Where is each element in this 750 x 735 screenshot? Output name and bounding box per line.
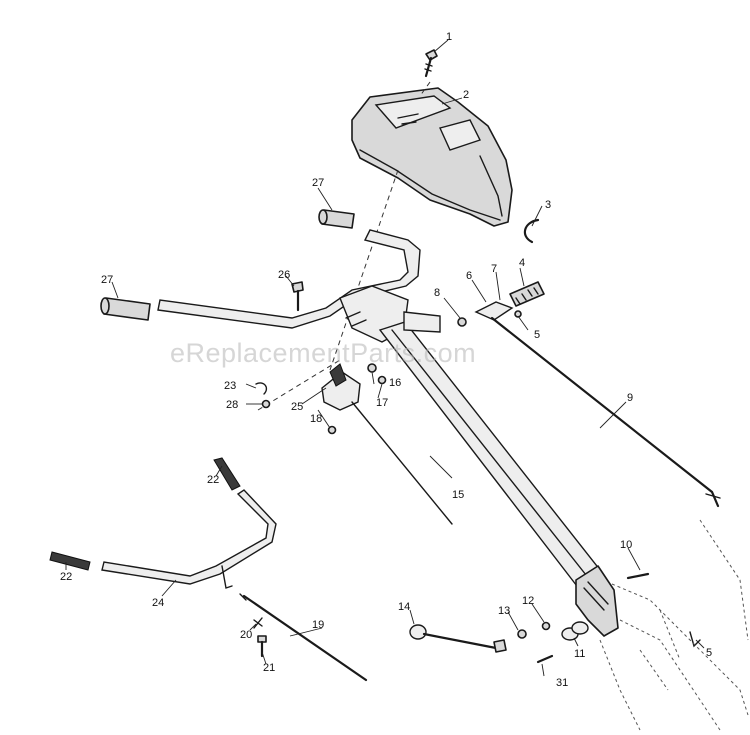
callout-12: 12 xyxy=(522,595,534,607)
callout-20: 20 xyxy=(240,629,252,641)
callout-16: 16 xyxy=(389,377,401,389)
callout-5b: 5 xyxy=(706,647,712,659)
screw-part-1 xyxy=(424,49,438,78)
callout-26: 26 xyxy=(278,269,290,281)
callout-1: 1 xyxy=(446,31,452,43)
callout-5a: 5 xyxy=(534,329,540,341)
clip-part-3 xyxy=(523,218,540,244)
watermark-text: eReplacementParts.com xyxy=(170,338,476,368)
callout-22b: 22 xyxy=(60,571,72,583)
callout-11: 11 xyxy=(574,648,585,660)
callout-28: 28 xyxy=(226,399,238,411)
callout-15: 15 xyxy=(452,489,464,501)
control-bracket-part xyxy=(255,363,453,525)
callout-23: 23 xyxy=(224,380,236,392)
callout-31: 31 xyxy=(556,677,568,689)
depth-lever-part xyxy=(409,572,701,664)
callout-6: 6 xyxy=(466,270,472,282)
handle-panel-part xyxy=(351,87,513,227)
handle-tube-part xyxy=(339,285,619,637)
callout-18: 18 xyxy=(310,413,322,425)
callout-8: 8 xyxy=(434,287,440,299)
callout-4: 4 xyxy=(519,257,525,269)
bolt-part-26 xyxy=(291,281,304,312)
callout-22a: 22 xyxy=(207,474,219,486)
callout-25: 25 xyxy=(291,401,303,413)
callout-13: 13 xyxy=(498,605,510,617)
control-rod-part xyxy=(239,593,368,682)
assembly-line-bolt xyxy=(419,81,431,97)
callout-24: 24 xyxy=(152,597,164,609)
callout-14: 14 xyxy=(398,601,410,613)
callout-27b: 27 xyxy=(101,274,113,286)
callout-17: 17 xyxy=(376,397,388,409)
callout-2: 2 xyxy=(463,89,469,101)
shift-lever-part xyxy=(457,281,721,508)
callout-27a: 27 xyxy=(312,177,324,189)
callout-3: 3 xyxy=(545,199,551,211)
callout-labels: 1 2 3 4 5 5 6 7 8 9 10 11 12 13 14 15 16… xyxy=(60,31,712,689)
callout-10: 10 xyxy=(620,539,632,551)
callout-7: 7 xyxy=(491,263,497,275)
assembly-line-pivot xyxy=(257,359,341,411)
callout-9: 9 xyxy=(627,392,633,404)
tiller-body-outline xyxy=(599,519,749,731)
leader-lines xyxy=(65,39,705,677)
callout-19: 19 xyxy=(312,619,324,631)
clutch-bail-part xyxy=(49,457,277,589)
callout-21: 21 xyxy=(263,662,275,674)
